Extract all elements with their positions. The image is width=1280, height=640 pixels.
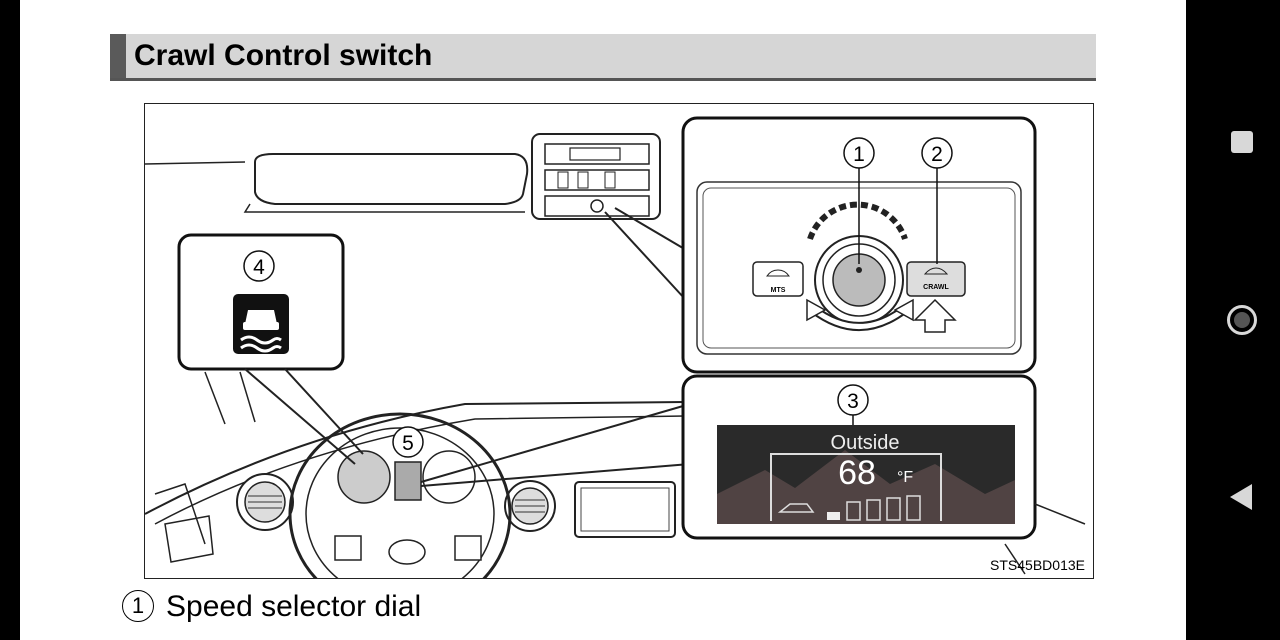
callout-1: 1 (853, 143, 865, 166)
android-navigation-bar (1186, 0, 1280, 640)
section-header: Crawl Control switch (110, 34, 1096, 81)
header-accent-bar (110, 34, 126, 78)
crawl-indicator-icon (233, 294, 289, 354)
recent-apps-button[interactable] (1231, 131, 1253, 153)
temperature-value: 68 (838, 454, 876, 492)
back-button[interactable] (1230, 484, 1252, 510)
temperature-unit: °F (897, 469, 913, 486)
callout-4: 4 (253, 256, 265, 279)
callout-3: 3 (847, 390, 859, 413)
caption-text: Speed selector dial (166, 590, 422, 623)
home-button[interactable] (1227, 305, 1257, 335)
multi-information-display: Outside 68 °F (717, 425, 1015, 524)
document-page: Crawl Control switch (20, 0, 1186, 640)
section-title: Crawl Control switch (134, 39, 433, 72)
crawl-control-illustration: MTS CRAWL 1 2 (144, 103, 1094, 579)
mts-label: MTS (771, 287, 786, 294)
caption-number: 1 (122, 590, 154, 622)
home-inner-circle (1234, 312, 1250, 328)
caption-speed-selector: 1 Speed selector dial (122, 590, 421, 624)
callout-2: 2 (931, 143, 943, 166)
figure-code: STS45BD013E (990, 557, 1085, 573)
outside-label: Outside (831, 432, 900, 454)
callout-5: 5 (402, 432, 414, 455)
crawl-label: CRAWL (923, 284, 949, 291)
